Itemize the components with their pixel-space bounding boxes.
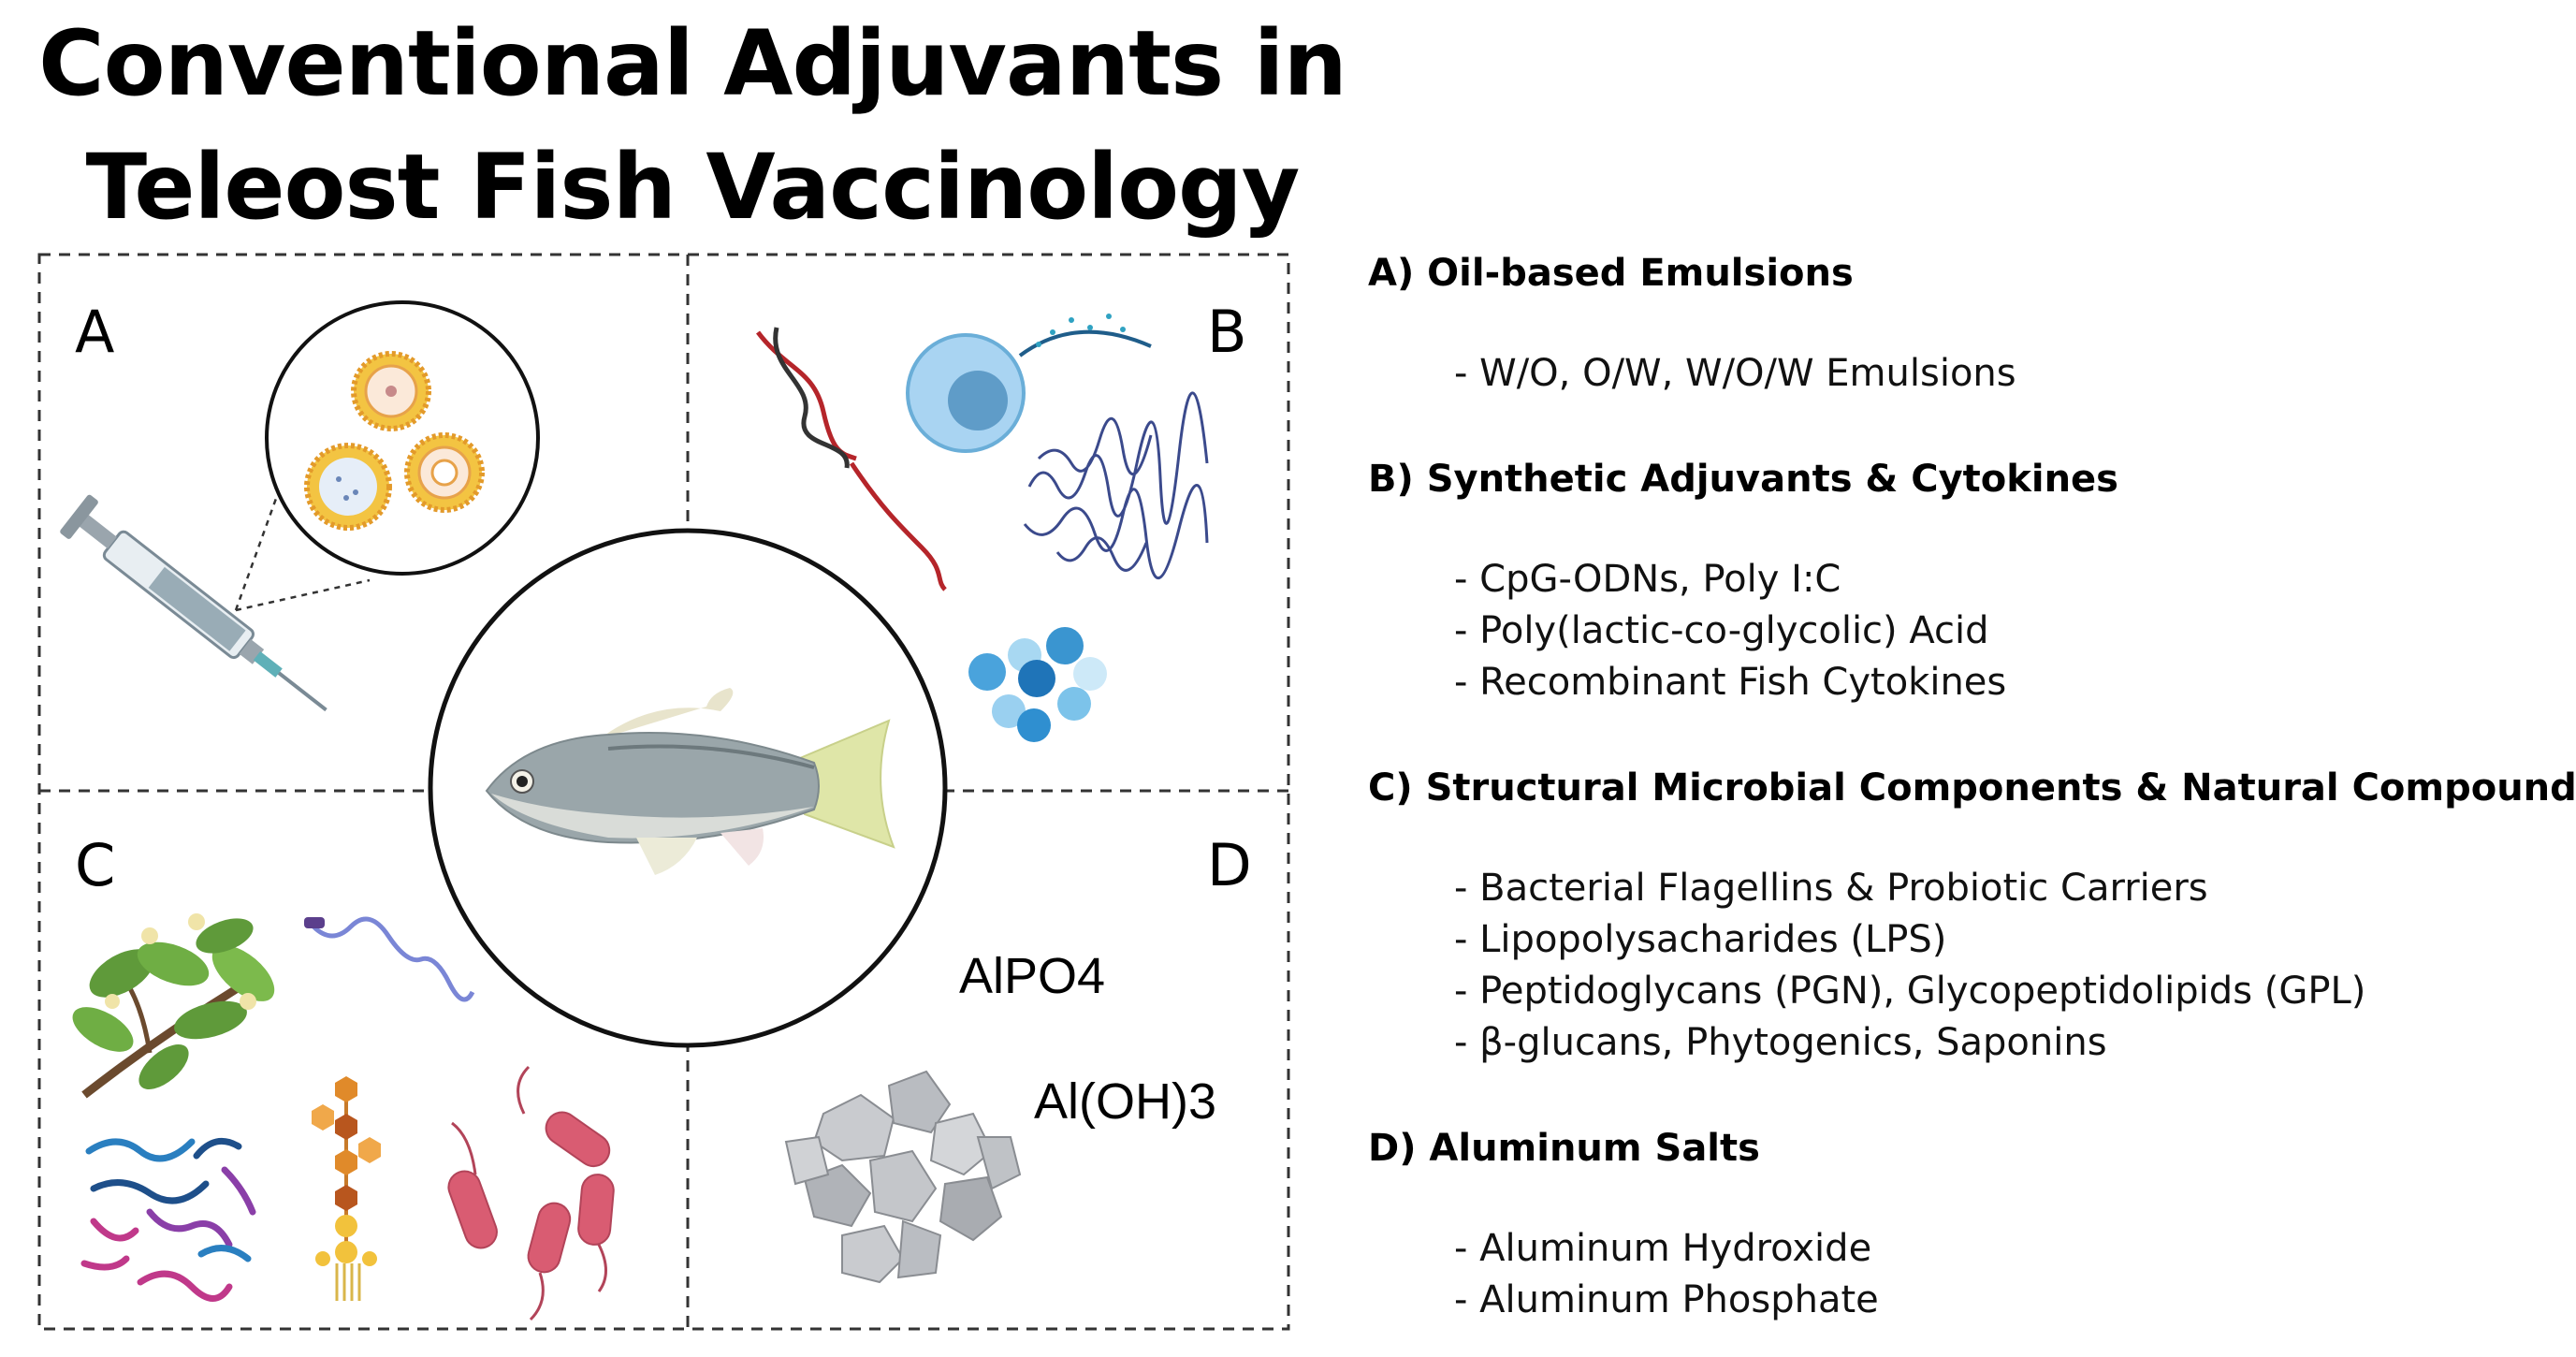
- peptidoglycan-icon: [312, 1076, 381, 1301]
- title-line-1: Conventional Adjuvants in: [38, 11, 1347, 116]
- aluminum-crystal-icon: [784, 1070, 1022, 1284]
- syringe-icon: [60, 494, 327, 712]
- panel-a-letter: A: [75, 298, 115, 366]
- fish-icon: [485, 688, 895, 875]
- legend-item: - Lipopolysacharides (LPS): [1454, 918, 1947, 961]
- immune-cell-icon: [906, 314, 1152, 453]
- legend-list-a: - W/O, O/W, W/O/W Emulsions: [1368, 348, 2016, 400]
- legend-heading-a: A) Oil-based Emulsions: [1368, 252, 1854, 295]
- title-line-2: Teleost Fish Vaccinology: [85, 135, 1301, 240]
- liposome-zoom-circle: [265, 300, 540, 576]
- legend-item: - Poly(lactic-co-glycolic) Acid: [1454, 609, 1989, 652]
- nanoparticle-beads-icon: [968, 627, 1107, 742]
- aloh3-label: Al(OH)3: [1034, 1073, 1217, 1130]
- legend-section-a: A) Oil-based Emulsions - W/O, O/W, W/O/W…: [1368, 245, 2016, 400]
- adjuvant-diagram: [37, 253, 1290, 1331]
- dna-icon: [756, 327, 947, 591]
- alpo4-label: AlPO4: [959, 948, 1106, 1004]
- legend-heading-b: B) Synthetic Adjuvants & Cytokines: [1368, 458, 2118, 501]
- legend-heading-c: C) Structural Microbial Components & Nat…: [1368, 766, 2576, 810]
- panel-c-letter: C: [75, 831, 116, 899]
- legend-item: - Aluminum Phosphate: [1454, 1278, 1879, 1321]
- plant-branch-icon: [72, 913, 275, 1099]
- legend-item: - β-glucans, Phytogenics, Saponins: [1454, 1021, 2107, 1064]
- lps-strands-icon: [80, 1137, 256, 1302]
- legend-heading-d: D) Aluminum Salts: [1368, 1127, 1760, 1170]
- legend-list-d: - Aluminum Hydroxide - Aluminum Phosphat…: [1368, 1223, 1879, 1326]
- bacteria-icon: [447, 1065, 615, 1321]
- legend-item: - CpG-ODNs, Poly I:C: [1454, 558, 1841, 601]
- legend-list-b: - CpG-ODNs, Poly I:C - Poly(lactic-co-gl…: [1368, 554, 2118, 708]
- panel-b-letter: B: [1207, 298, 1247, 366]
- legend-item: - Peptidoglycans (PGN), Glycopeptidolipi…: [1454, 970, 2366, 1013]
- legend-section-d: D) Aluminum Salts - Aluminum Hydroxide -…: [1368, 1120, 1879, 1326]
- legend-section-c: C) Structural Microbial Components & Nat…: [1368, 760, 2576, 1069]
- zoom-lines: [234, 472, 371, 612]
- figure-title: Conventional Adjuvants in Teleost Fish V…: [37, 2, 1347, 249]
- legend-item: - Recombinant Fish Cytokines: [1454, 661, 2007, 704]
- polymer-icon: [1023, 391, 1209, 579]
- liposome-icon: [304, 351, 485, 531]
- panel-d-letter: D: [1207, 831, 1252, 899]
- legend-item: - W/O, O/W, W/O/W Emulsions: [1454, 352, 2016, 395]
- legend-list-c: - Bacterial Flagellins & Probiotic Carri…: [1368, 863, 2576, 1069]
- flagellin-icon: [304, 916, 475, 1002]
- legend-item: - Bacterial Flagellins & Probiotic Carri…: [1454, 867, 2208, 910]
- legend-section-b: B) Synthetic Adjuvants & Cytokines - CpG…: [1368, 451, 2118, 708]
- legend-item: - Aluminum Hydroxide: [1454, 1227, 1872, 1270]
